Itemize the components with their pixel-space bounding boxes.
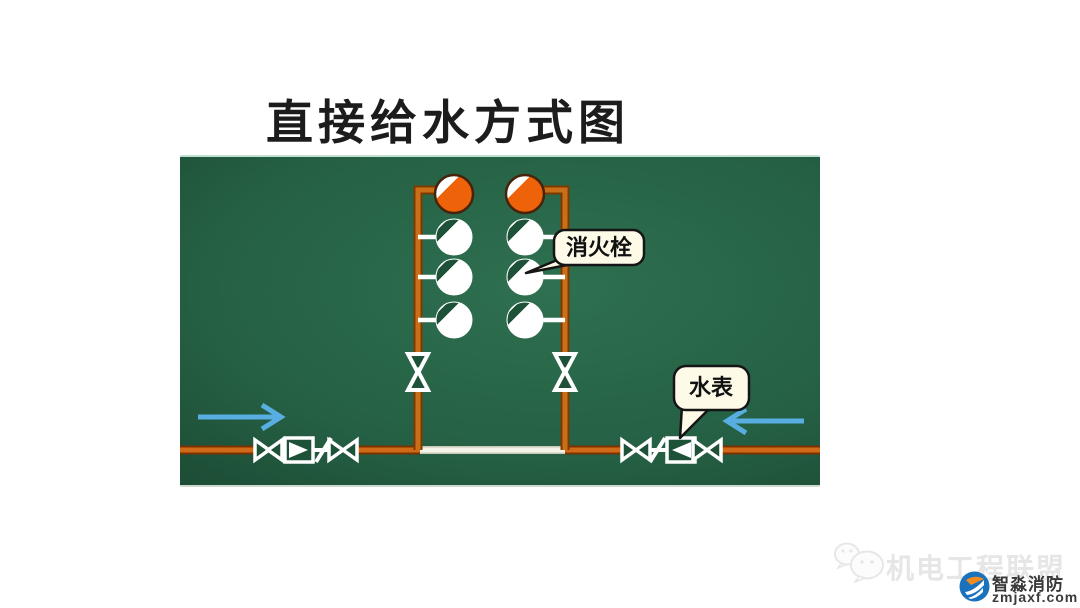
wechat-icon — [834, 542, 884, 583]
roof-hydrant-icon — [433, 173, 475, 215]
riser-right — [542, 185, 570, 450]
roof-hydrant-icon — [504, 173, 546, 215]
flow-arrow-left-icon — [722, 406, 804, 436]
callout-hydrant: 消火栓 — [524, 228, 646, 275]
hydrant-label: 消火栓 — [566, 235, 632, 260]
brand-site: zmjaxf.com — [992, 589, 1079, 605]
brand-name: 智淼消防 — [992, 575, 1064, 594]
brand-logo-icon — [959, 571, 990, 602]
callout-water-meter: 水表 — [672, 364, 751, 440]
inlet-assembly-right — [620, 436, 723, 464]
riser-valve-right — [551, 352, 579, 392]
hydrant-branch-pipes — [418, 234, 438, 323]
flow-arrow-right-icon — [198, 402, 286, 432]
riser-valve-left — [404, 352, 432, 392]
inlet-assembly-left — [253, 436, 359, 464]
diagram-panel: 消火栓 水表 — [180, 155, 820, 487]
piping-diagram: 消火栓 水表 — [180, 173, 820, 464]
water-meter-label: 水表 — [689, 375, 734, 400]
riser-left — [413, 185, 438, 450]
fire-hydrant-icons — [435, 218, 544, 339]
page-title: 直接给水方式图 — [266, 96, 630, 149]
